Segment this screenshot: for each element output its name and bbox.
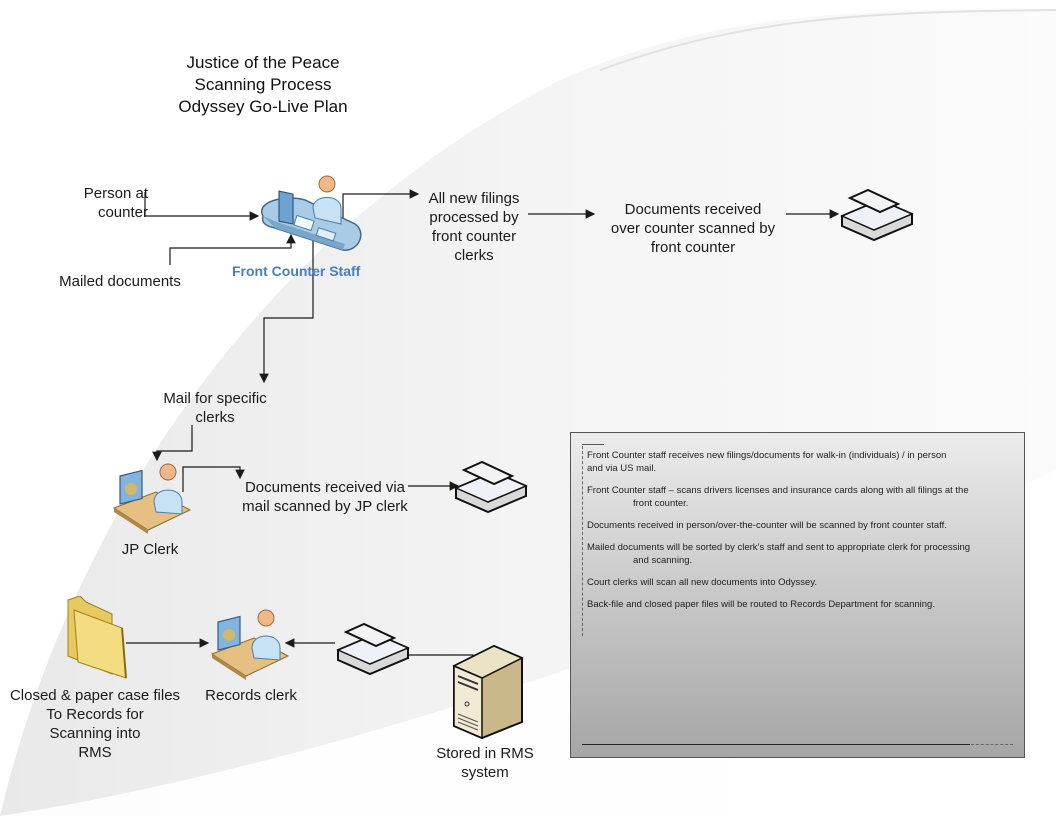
note-item: Mailed documents will be sorted by clerk… [587, 541, 1019, 567]
mailed-documents-label: Mailed documents [59, 273, 181, 290]
notes-bottom-rule [582, 744, 970, 745]
note-text: Front Counter staff receives new filings… [587, 450, 947, 461]
closed-case-files-label: Closed & paper case files To Records for… [9, 687, 181, 761]
notes-list: Front Counter staff receives new filings… [587, 449, 1019, 620]
server-icon [452, 644, 524, 740]
records-clerk-label: Records clerk [205, 687, 297, 704]
all-new-filings-label: All new filings processed by front count… [428, 190, 520, 264]
note-text: Back-file and closed paper files will be… [587, 599, 935, 610]
note-item: Front Counter staff receives new filings… [587, 449, 1019, 475]
clerk-workstation-icon [210, 609, 290, 680]
person-at-counter-label: Person at counter [83, 185, 148, 221]
title-line: Odyssey Go-Live Plan [178, 97, 348, 116]
diagram-title: Justice of the Peace Scanning Process Od… [140, 52, 386, 118]
note-item: Documents received in person/over-the-co… [587, 519, 1019, 532]
notes-bottom-dash [971, 744, 1013, 745]
docs-over-counter-label: Documents received over counter scanned … [610, 201, 776, 256]
note-text-cont: front counter. [633, 498, 689, 509]
front-counter-staff-label: Front Counter Staff [232, 263, 361, 279]
note-text-cont: and scanning. [633, 555, 693, 566]
title-line: Justice of the Peace [186, 53, 340, 72]
clerk-workstation-icon [112, 463, 192, 534]
notes-top-mark [582, 444, 604, 445]
jp-clerk-label: JP Clerk [121, 541, 179, 558]
title-line: Scanning Process [194, 75, 332, 94]
stored-in-rms-label: Stored in RMS system [436, 745, 534, 781]
note-text: Mailed documents will be sorted by clerk… [587, 542, 971, 553]
mail-for-specific-clerks-label: Mail for specific clerks [163, 390, 267, 426]
notes-side-rule [582, 446, 583, 636]
scanner-icon [840, 188, 914, 242]
scanner-icon [336, 622, 410, 676]
note-item: Court clerks will scan all new documents… [587, 576, 1019, 589]
docs-via-mail-label: Documents received via mail scanned by J… [242, 479, 408, 515]
note-text: Court clerks will scan all new documents… [587, 577, 818, 588]
notes-panel: Front Counter staff receives new filings… [570, 432, 1025, 758]
note-text-cont: and via US mail. [587, 463, 657, 474]
front-counter-desk-icon [260, 175, 362, 251]
note-text: Front Counter staff – scans drivers lice… [587, 485, 969, 496]
folder-icon [67, 596, 127, 679]
scanner-icon [454, 460, 528, 514]
note-item: Back-file and closed paper files will be… [587, 598, 1019, 611]
note-text: Documents received in person/over-the-co… [587, 520, 947, 531]
note-item: Front Counter staff – scans drivers lice… [587, 484, 1019, 510]
